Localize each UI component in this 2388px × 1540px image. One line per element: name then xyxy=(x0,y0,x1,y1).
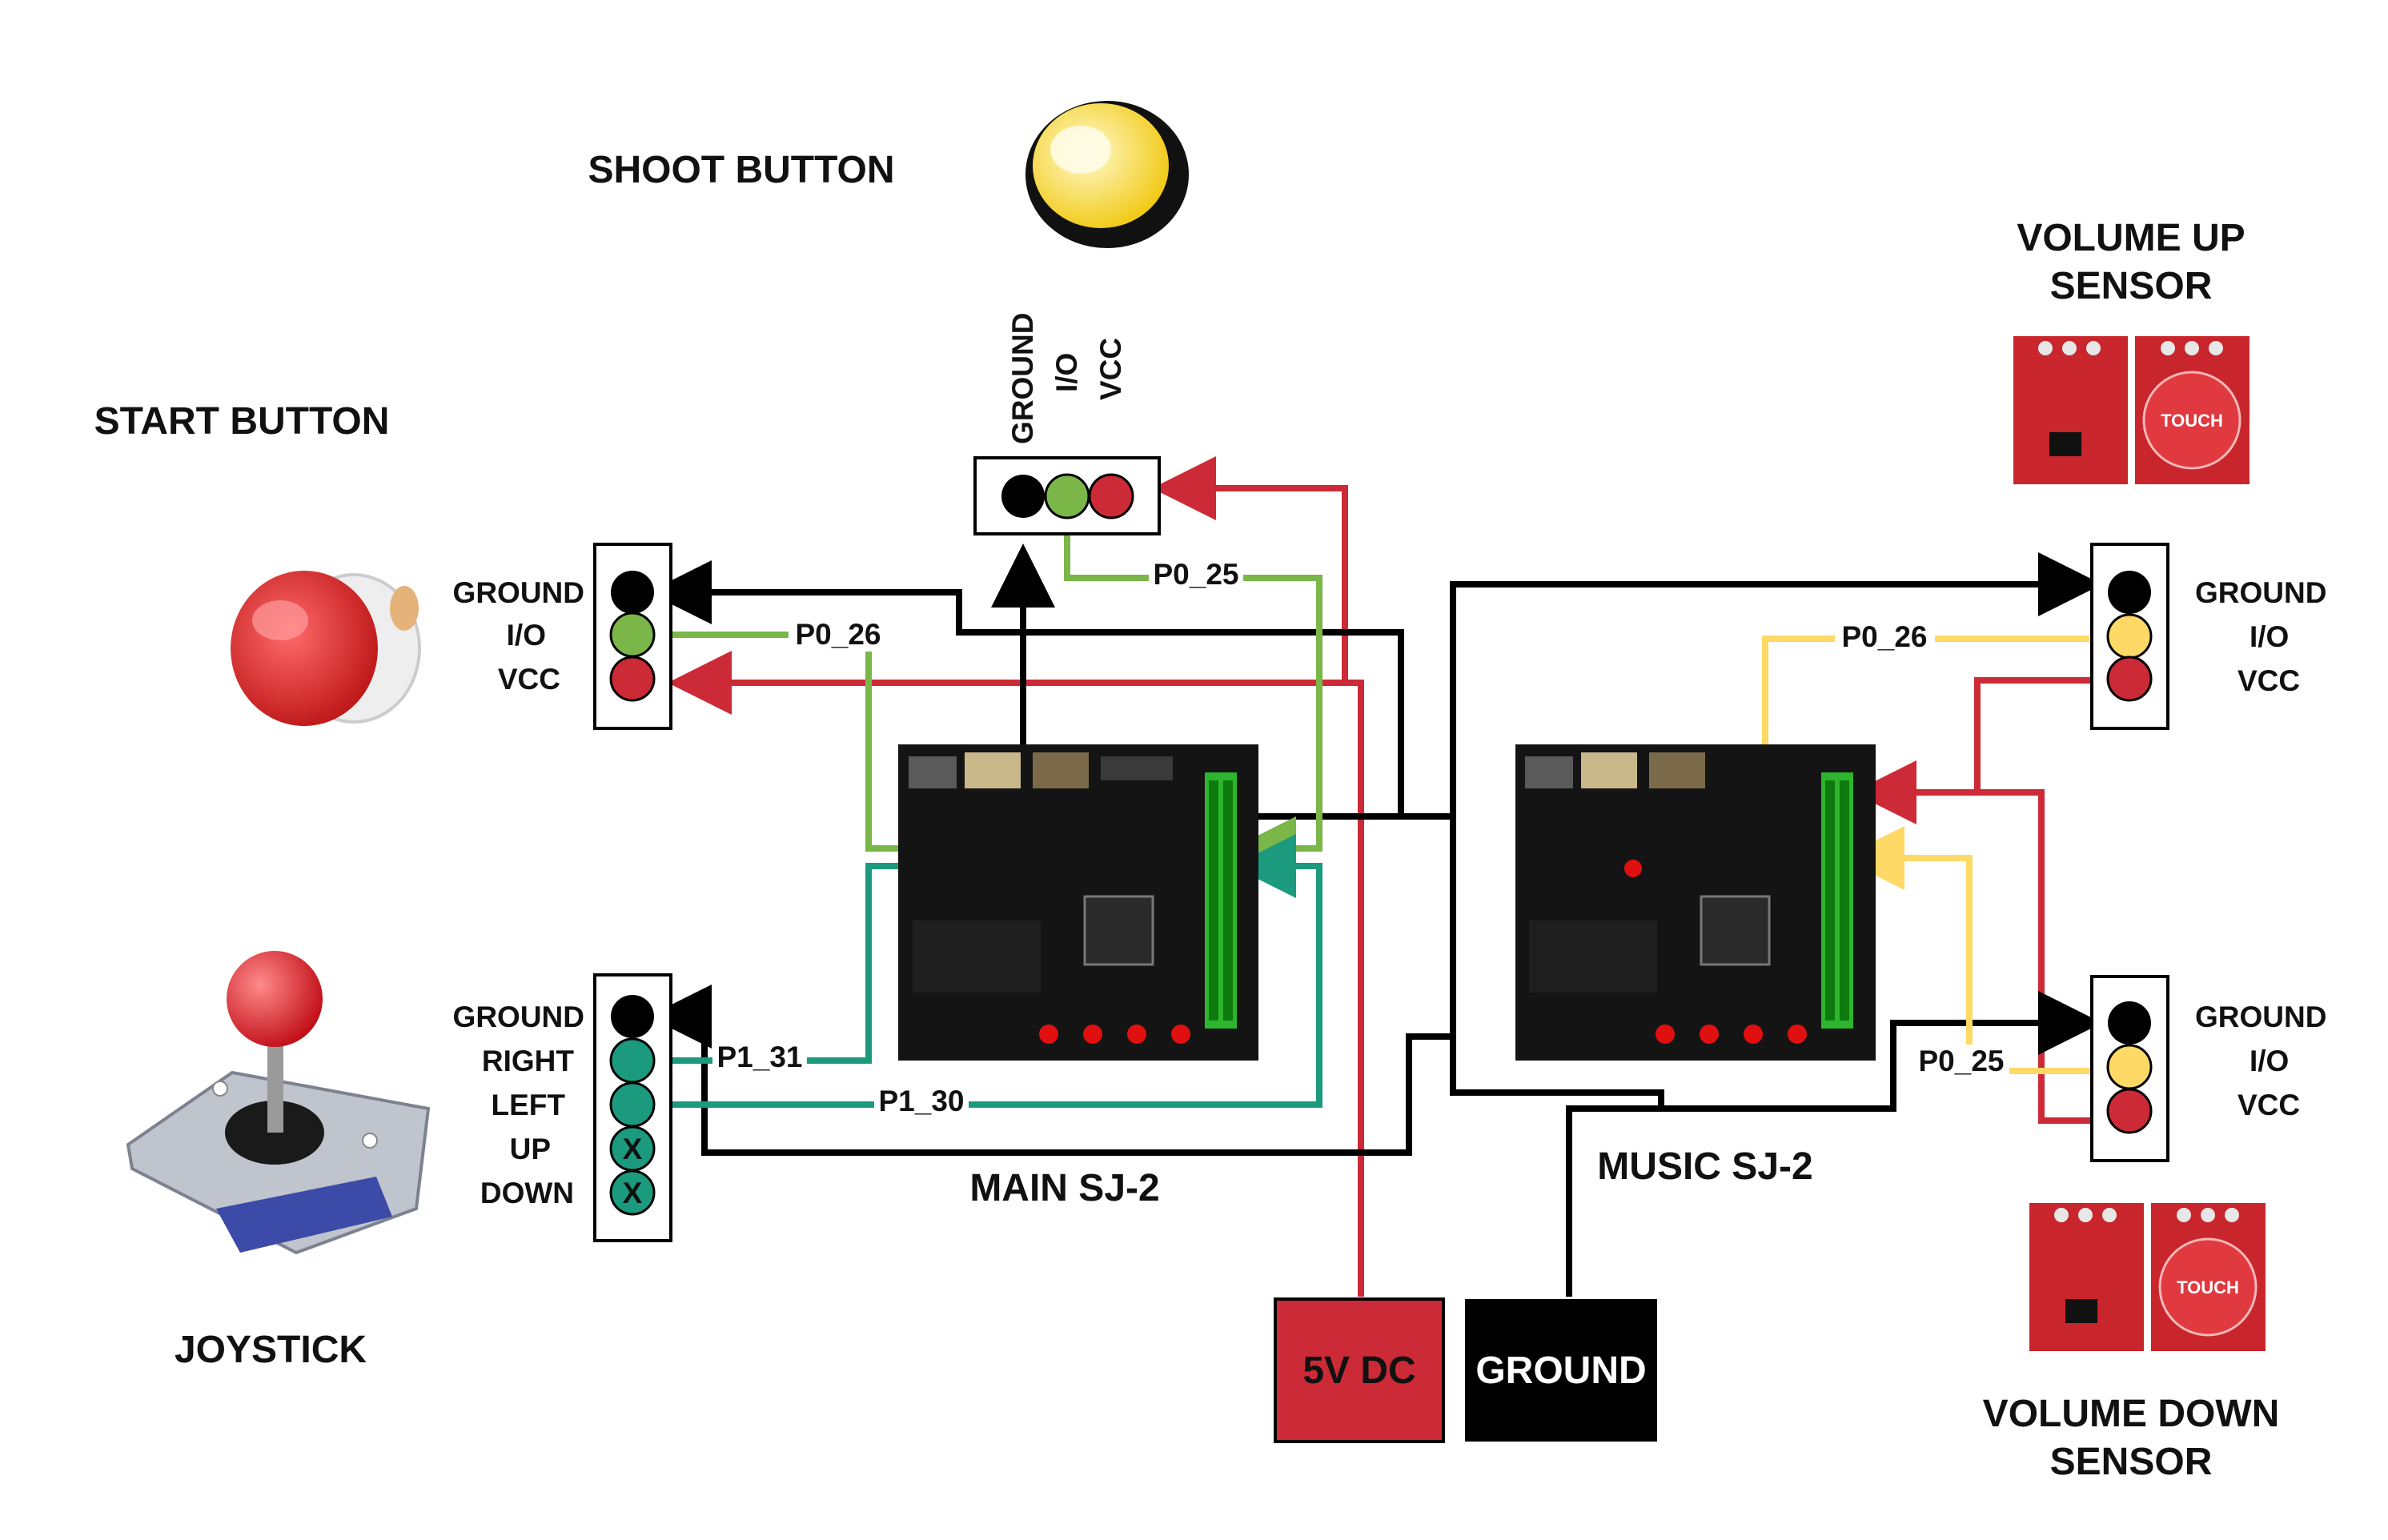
wire-label-start-io: P0_26 xyxy=(789,616,889,652)
joystick-title: JOYSTICK xyxy=(175,1329,367,1371)
start-pin-vcc: VCC xyxy=(498,663,560,696)
wire-label-shoot-io: P0_25 xyxy=(1149,556,1243,591)
ground-wires xyxy=(648,543,2102,1297)
shoot-pin-ground: GROUND xyxy=(1006,313,1039,444)
ground-block-label: GROUND xyxy=(1475,1350,1646,1392)
shoot-pin-io: I/O xyxy=(1050,353,1083,392)
start-pin-ground: GROUND xyxy=(453,576,584,609)
volume-up-sensor-image: TOUCH xyxy=(2013,336,2250,484)
wire-label-joy-left-text: P1_30 xyxy=(879,1085,965,1117)
ground-block: GROUND xyxy=(1465,1299,1657,1442)
joystick-pin-right: RIGHT xyxy=(482,1045,575,1077)
joystick-image xyxy=(126,951,431,1255)
music-sj2-board xyxy=(1515,744,1876,1061)
volume-down-connector xyxy=(2090,975,2169,1162)
joystick-pin-down: DOWN xyxy=(480,1177,574,1209)
start-pin-io: I/O xyxy=(507,619,546,652)
volume-up-pin-vcc: VCC xyxy=(2237,664,2300,697)
shoot-pin-vcc: VCC xyxy=(1094,338,1127,400)
wire-label-joy-left: P1_30 xyxy=(874,1085,969,1118)
wire-label-start-io-text: P0_26 xyxy=(796,618,881,651)
volume-up-connector xyxy=(2090,543,2169,730)
volume-up-touch-label: TOUCH xyxy=(2161,411,2223,431)
volume-up-title-line2: SENSOR xyxy=(2050,265,2213,307)
main-board-pins xyxy=(1209,780,1233,1021)
volume-down-pin-vcc: VCC xyxy=(2237,1089,2300,1121)
shoot-connector xyxy=(973,456,1161,535)
joystick-pin-left: LEFT xyxy=(492,1089,566,1121)
start-button-image xyxy=(231,571,421,726)
volume-down-pin-ground: GROUND xyxy=(2195,1001,2326,1033)
joystick-connector: X X xyxy=(593,973,672,1242)
main-board-title: MAIN SJ-2 xyxy=(969,1167,1159,1209)
volume-down-title-line2: SENSOR xyxy=(2050,1441,2213,1483)
main-board-buttons xyxy=(1039,1025,1190,1044)
main-sj2-board xyxy=(898,744,1258,1061)
joystick-pin-up: UP xyxy=(510,1133,551,1165)
wire-label-vol-up-io: P0_26 xyxy=(1835,619,1935,654)
music-board-title: MUSIC SJ-2 xyxy=(1597,1145,1812,1188)
start-button-title: START BUTTON xyxy=(94,400,390,443)
volume-up-pin-ground: GROUND xyxy=(2195,576,2326,609)
shoot-button-image xyxy=(1025,101,1189,248)
volume-down-title-line1: VOLUME DOWN xyxy=(1983,1393,2280,1435)
joystick-pin-ground: GROUND xyxy=(453,1001,584,1033)
shoot-button-title: SHOOT BUTTON xyxy=(588,149,894,191)
music-board-pins xyxy=(1825,780,1849,1021)
wire-label-vol-down-io: P0_25 xyxy=(1909,1045,2009,1080)
volume-up-pin-io: I/O xyxy=(2250,620,2289,653)
start-connector xyxy=(593,543,672,730)
joystick-up-unused: X xyxy=(623,1133,643,1165)
power-5v-label: 5V DC xyxy=(1302,1350,1415,1392)
wire-label-shoot-io-text: P0_25 xyxy=(1154,558,1239,591)
wire-label-vol-up-io-text: P0_26 xyxy=(1842,620,1928,653)
wire-label-joy-right: P1_31 xyxy=(712,1041,807,1074)
volume-down-sensor-image: TOUCH xyxy=(2029,1203,2266,1351)
volume-down-pin-io: I/O xyxy=(2250,1045,2289,1077)
volume-down-touch-label: TOUCH xyxy=(2177,1277,2239,1297)
power-5v-block: 5V DC xyxy=(1274,1297,1445,1443)
vcc-wires xyxy=(668,456,2129,1297)
wire-label-vol-down-io-text: P0_25 xyxy=(1919,1045,2005,1077)
volume-up-title-line1: VOLUME UP xyxy=(2017,217,2245,259)
wire-label-joy-right-text: P1_31 xyxy=(717,1041,803,1073)
joystick-down-unused: X xyxy=(623,1177,643,1209)
music-board-buttons xyxy=(1656,1025,1807,1044)
